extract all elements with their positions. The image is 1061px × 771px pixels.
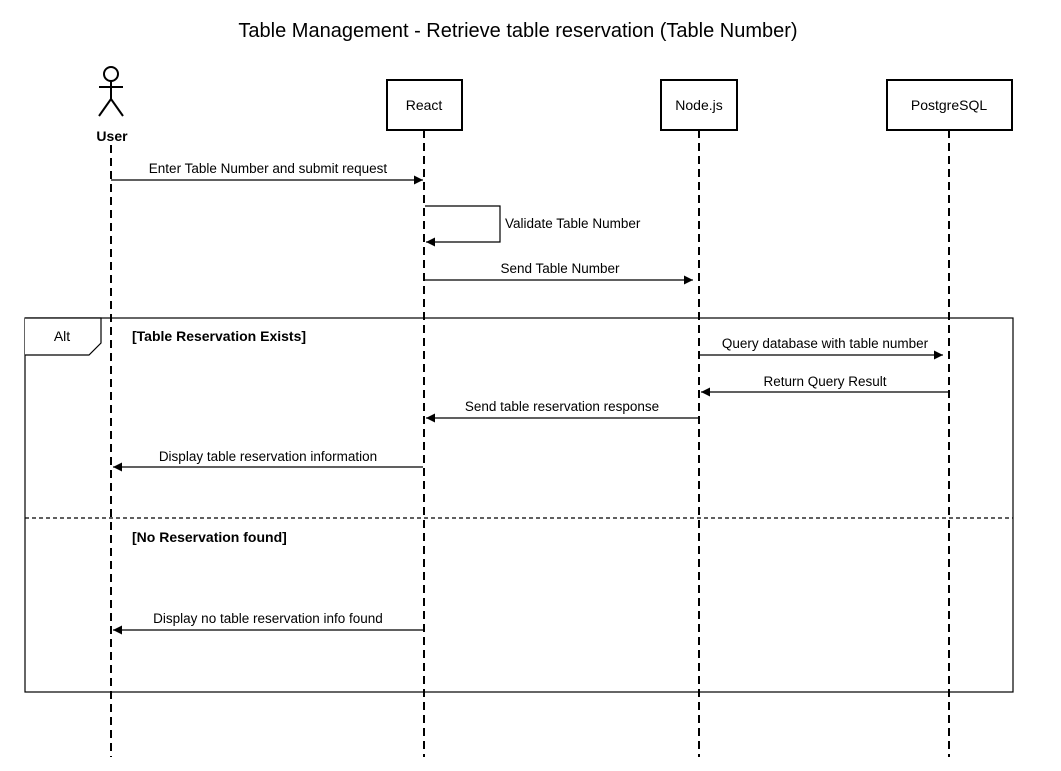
alt-fragment: Alt [Table Reservation Exists] [No Reser… (24, 317, 1014, 693)
fragment-operator-label: Alt (54, 328, 70, 344)
message-label: Validate Table Number (505, 216, 641, 231)
react-participant: React (386, 79, 463, 131)
postgres-participant: PostgreSQL (886, 79, 1013, 131)
user-actor: User (96, 66, 128, 144)
node-label: Node.js (675, 97, 722, 113)
message-label: Send Table Number (500, 261, 620, 276)
postgres-label: PostgreSQL (911, 97, 987, 113)
message-label: Query database with table number (722, 336, 929, 351)
guard-no-reservation: [No Reservation found] (132, 529, 287, 545)
message-return-query-result: Return Query Result (701, 374, 948, 397)
message-display-no-reservation: Display no table reservation info found (113, 611, 423, 635)
fragment-operator-tab (25, 317, 102, 356)
message-label: Display table reservation information (159, 449, 377, 464)
diagram-title: Table Management - Retrieve table reserv… (238, 20, 797, 42)
message-label: Enter Table Number and submit request (149, 161, 388, 176)
message-validate-self-call: Validate Table Number (425, 205, 641, 247)
message-send-reservation-response: Send table reservation response (426, 399, 698, 423)
node-participant: Node.js (660, 79, 738, 131)
message-query-database: Query database with table number (700, 336, 943, 360)
message-label: Return Query Result (763, 374, 886, 389)
message-label: Display no table reservation info found (153, 611, 383, 626)
message-display-reservation-info: Display table reservation information (113, 449, 423, 472)
message-label: Send table reservation response (465, 399, 659, 414)
user-label: User (96, 128, 128, 144)
guard-reservation-exists: [Table Reservation Exists] (132, 328, 306, 344)
actor-head-icon (103, 66, 119, 82)
message-enter-table-number: Enter Table Number and submit request (111, 161, 423, 185)
react-label: React (406, 97, 443, 113)
message-send-table-number: Send Table Number (425, 261, 693, 285)
